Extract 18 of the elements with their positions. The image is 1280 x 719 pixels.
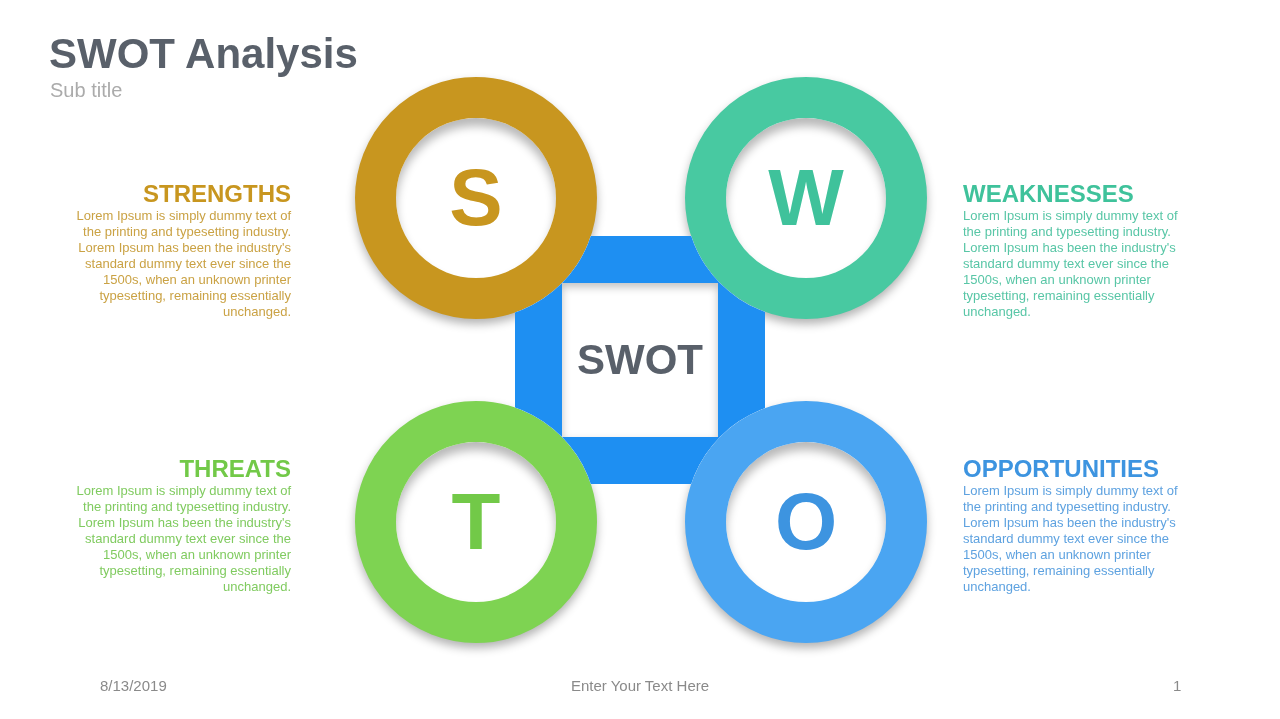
footer-date: 8/13/2019 bbox=[100, 676, 167, 696]
section-description: Lorem Ipsum is simply dummy text of the printing and typesetting industry. Lorem Ipsum has been the industry's standard dummy text ever since the 1500s, when an unknown printer typesetting, remaining essentially unchanged. bbox=[75, 208, 291, 320]
section-heading: STRENGTHS bbox=[142, 180, 291, 208]
slide-subtitle: Sub title bbox=[50, 79, 123, 101]
section-description: Lorem Ipsum is simply dummy text of the printing and typesetting industry. Lorem Ipsum has been the industry's standard dummy text ever since the 1500s, when an unknown printer typesetting, remaining essentially unchanged. bbox=[75, 483, 291, 595]
ring-letter: W bbox=[768, 158, 844, 238]
section-description: Lorem Ipsum is simply dummy text of the printing and typesetting industry. Lorem Ipsum has been the industry's standard dummy text ever since the 1500s, when an unknown printer typesetting, remaining essentially unchanged. bbox=[963, 208, 1179, 320]
footer-text: Enter Your Text Here bbox=[569, 676, 711, 696]
page-number: 1 bbox=[1173, 676, 1182, 696]
ring-letter: O bbox=[774, 482, 838, 562]
section-heading: THREATS bbox=[178, 455, 291, 483]
ring-letter: T bbox=[451, 482, 501, 562]
section-description: Lorem Ipsum is simply dummy text of the printing and typesetting industry. Lorem Ipsum has been the industry's standard dummy text ever since the 1500s, when an unknown printer typesetting, remaining essentially unchanged. bbox=[963, 483, 1179, 595]
section-heading: WEAKNESSES bbox=[963, 180, 1135, 208]
ring-letter: S bbox=[449, 158, 503, 238]
center-label: SWOT bbox=[577, 339, 703, 381]
slide-title: SWOT Analysis bbox=[49, 29, 358, 79]
section-heading: OPPORTUNITIES bbox=[963, 455, 1161, 483]
